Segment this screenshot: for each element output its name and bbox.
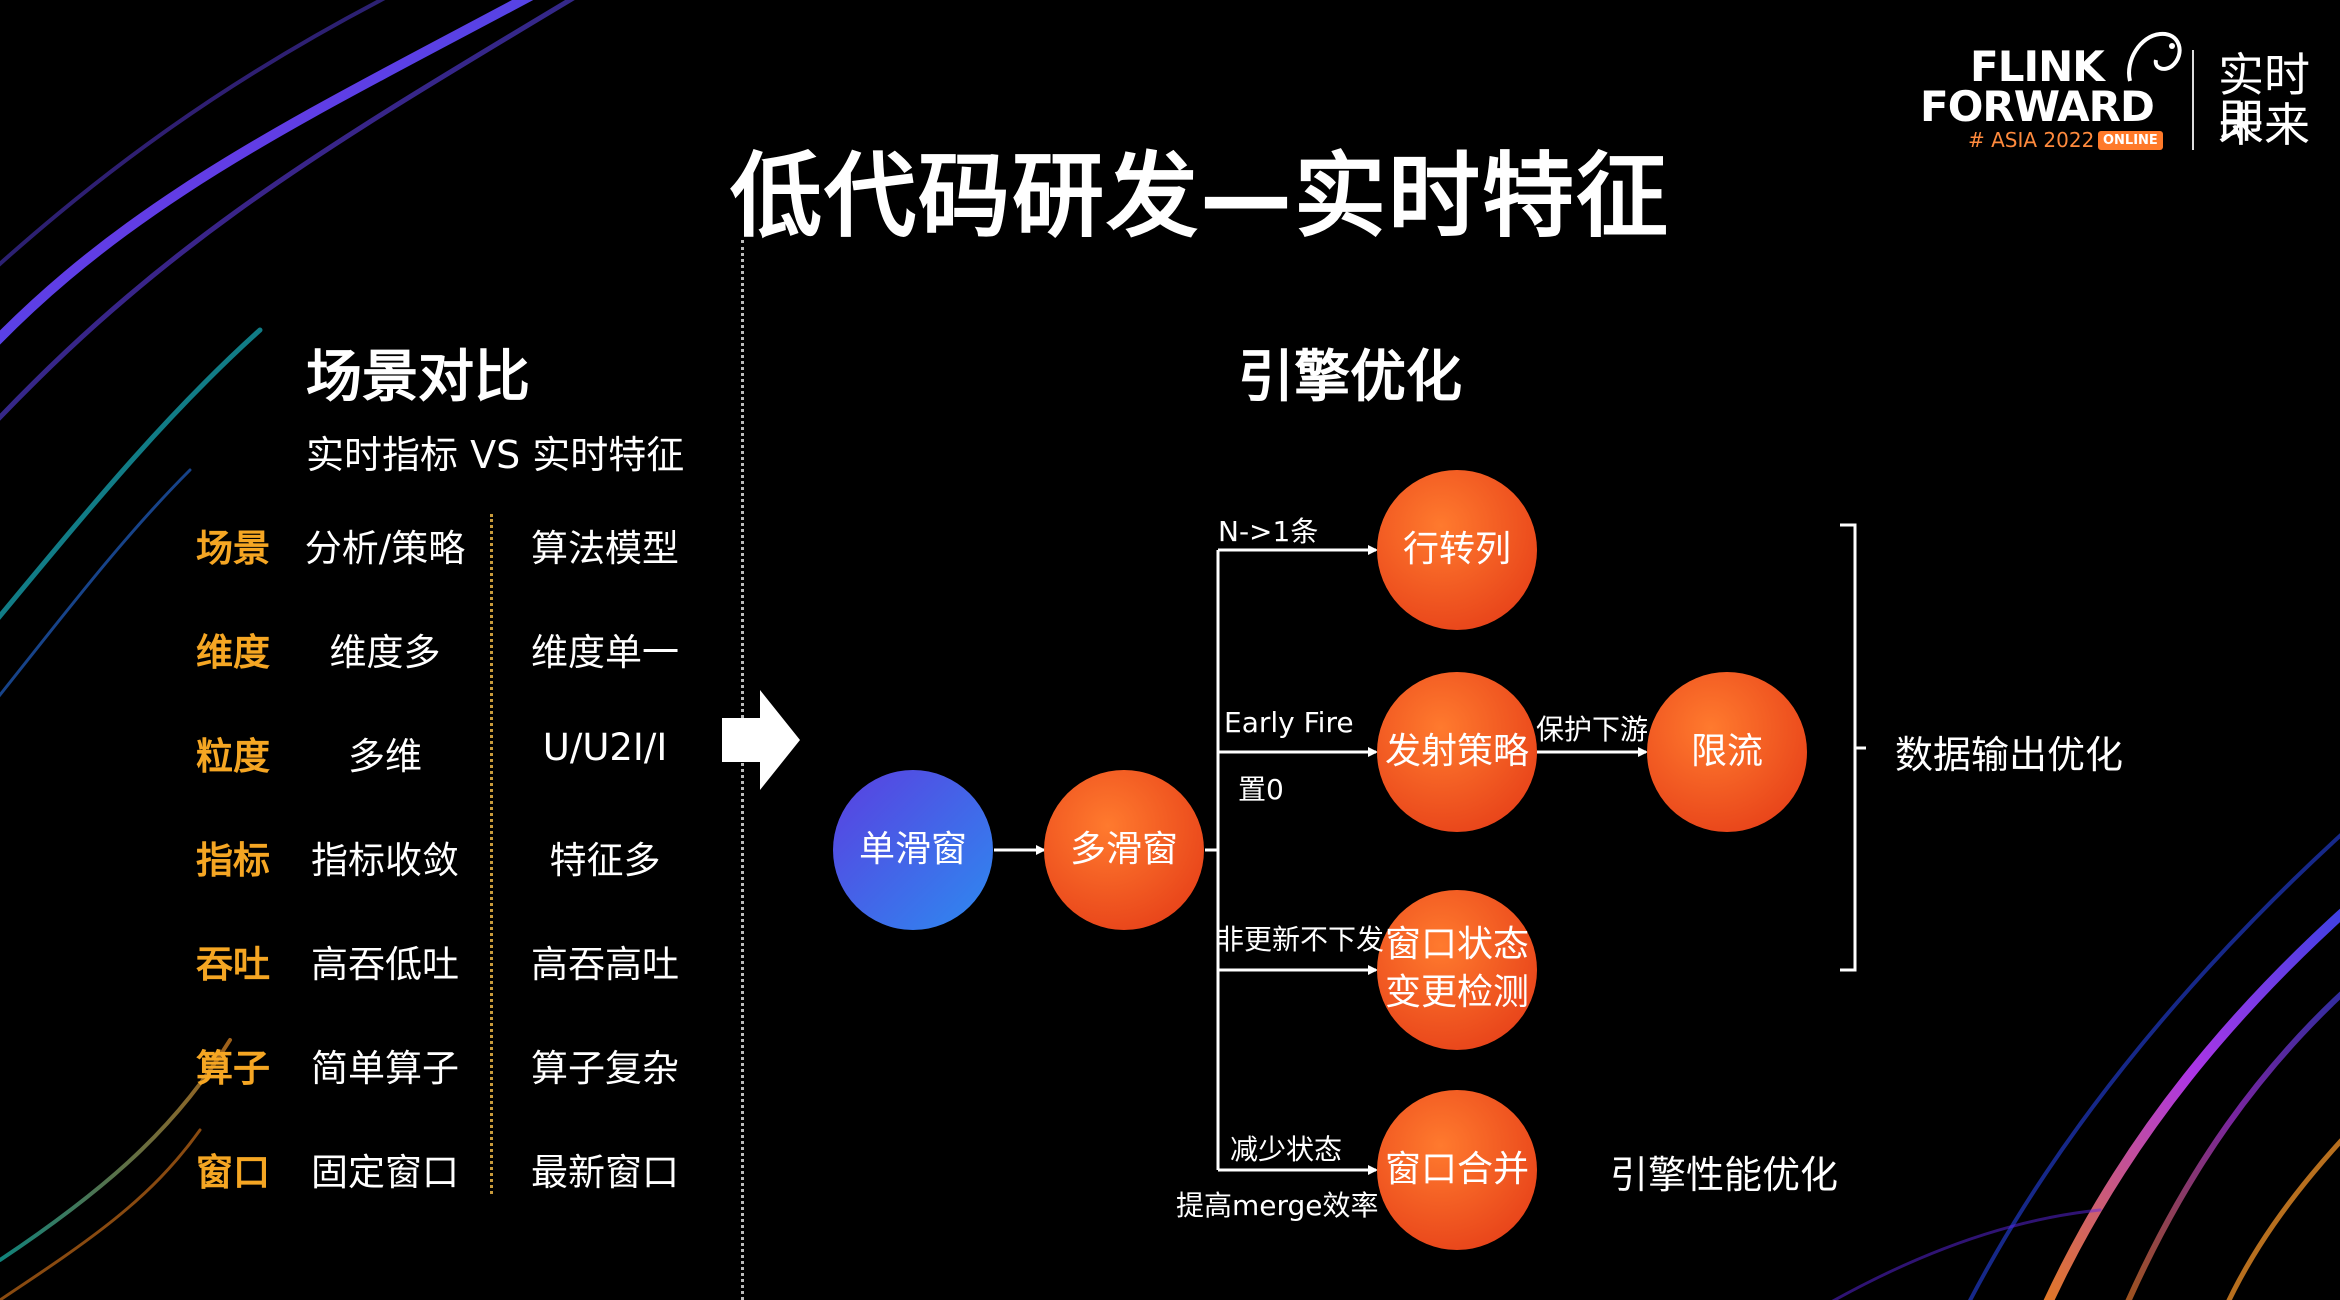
comparison-feature-value: 维度单一 xyxy=(531,631,679,674)
label-window-merge: 窗口合并 xyxy=(1384,1149,1529,1190)
page-title: 低代码研发—实时特征 xyxy=(729,143,1670,250)
comparison-row: 吞吐高吞低吐 高吞高吐 xyxy=(190,934,710,994)
comparison-row: 场景分析/策略 算法模型 xyxy=(190,518,710,578)
comparison-metric-value: 高吞低吐 xyxy=(311,943,459,986)
comparison-feature-value: 特征多 xyxy=(549,839,661,882)
label-emit-policy: 发射策略 xyxy=(1384,731,1529,772)
label-single-window: 单滑窗 xyxy=(858,829,967,870)
label-multi-window: 多滑窗 xyxy=(1069,829,1178,870)
node-emit-policy xyxy=(1377,672,1537,832)
comparison-feature-value: 最新窗口 xyxy=(531,1151,679,1194)
comparison-feature-value: 算法模型 xyxy=(531,527,679,570)
logo-slogan-line2: 未来 xyxy=(2218,98,2310,152)
node-single-window xyxy=(833,770,993,930)
comparison-key: 粒度 xyxy=(196,735,270,778)
comparison-key: 场景 xyxy=(196,527,270,570)
node-rate-limit xyxy=(1647,672,1807,832)
squirrel-logo-icon xyxy=(2127,31,2182,82)
edge-label-reset-zero: 置0 xyxy=(1238,773,1284,806)
comparison-metric-value: 简单算子 xyxy=(311,1047,459,1090)
comparison-key: 算子 xyxy=(196,1047,270,1090)
node-window-merge xyxy=(1377,1090,1537,1250)
edge-label-no-update: 非更新不下发 xyxy=(1216,923,1385,956)
comparison-metric-value: 维度多 xyxy=(329,631,441,674)
comparison-row: 窗口固定窗口 最新窗口 xyxy=(190,1142,710,1202)
comparison-row: 维度 维度多 维度单一 xyxy=(190,622,710,682)
edge-label-protect-downstream: 保护下游 xyxy=(1536,713,1649,746)
comparison-divider xyxy=(490,514,493,1194)
comparison-feature-value: U/U2I/I xyxy=(542,726,668,769)
label-row-to-col: 行转列 xyxy=(1402,529,1511,570)
output-engine-performance: 引擎性能优化 xyxy=(1610,1153,1839,1197)
comparison-row: 指标指标收敛 特征多 xyxy=(190,830,710,890)
output-bracket xyxy=(1840,523,1857,972)
label-state-detect-1: 窗口状态 xyxy=(1384,924,1529,965)
comparison-feature-value: 算子复杂 xyxy=(531,1047,679,1090)
output-data-optimization: 数据输出优化 xyxy=(1895,733,2124,777)
comparison-metric-value: 固定窗口 xyxy=(311,1151,459,1194)
comparison-metric-value: 分析/策略 xyxy=(304,527,466,570)
logo-divider xyxy=(2192,50,2194,150)
label-rate-limit: 限流 xyxy=(1690,731,1763,772)
node-row-to-col xyxy=(1377,470,1537,630)
edge-label-improve-merge: 提高merge效率 xyxy=(1176,1189,1379,1222)
node-state-detect xyxy=(1377,890,1537,1050)
logo-badge: ONLINE xyxy=(2098,131,2163,150)
comparison-key: 窗口 xyxy=(196,1151,270,1194)
node-multi-window xyxy=(1044,770,1204,930)
edge-label-early-fire: Early Fire xyxy=(1224,706,1354,739)
right-heading: 引擎优化 xyxy=(1238,345,1462,410)
logo-forward: FORWARD xyxy=(1920,82,2155,131)
left-heading: 场景对比 xyxy=(306,345,530,410)
section-divider xyxy=(741,240,744,1300)
left-subheading: 实时指标 VS 实时特征 xyxy=(306,433,685,477)
edge-label-n-to-1: N->1条 xyxy=(1218,515,1319,548)
logo-event: # ASIA 2022 xyxy=(1968,128,2095,152)
logo-flink: FLINK xyxy=(1970,42,2105,91)
right-arrow-icon xyxy=(722,690,800,790)
comparison-key: 指标 xyxy=(196,839,270,882)
edge-label-reduce-state: 减少状态 xyxy=(1230,1133,1343,1166)
label-state-detect-2: 变更检测 xyxy=(1384,972,1529,1013)
comparison-metric-value: 多维 xyxy=(348,735,422,778)
comparison-key: 维度 xyxy=(196,631,270,674)
comparison-row: 算子简单算子 算子复杂 xyxy=(190,1038,710,1098)
comparison-row: 粒度 多维 U/U2I/I xyxy=(190,726,710,786)
comparison-feature-value: 高吞高吐 xyxy=(531,943,679,986)
comparison-metric-value: 指标收敛 xyxy=(311,839,459,882)
comparison-key: 吞吐 xyxy=(196,943,270,986)
logo-slogan-line1: 实时即 xyxy=(2218,48,2310,148)
